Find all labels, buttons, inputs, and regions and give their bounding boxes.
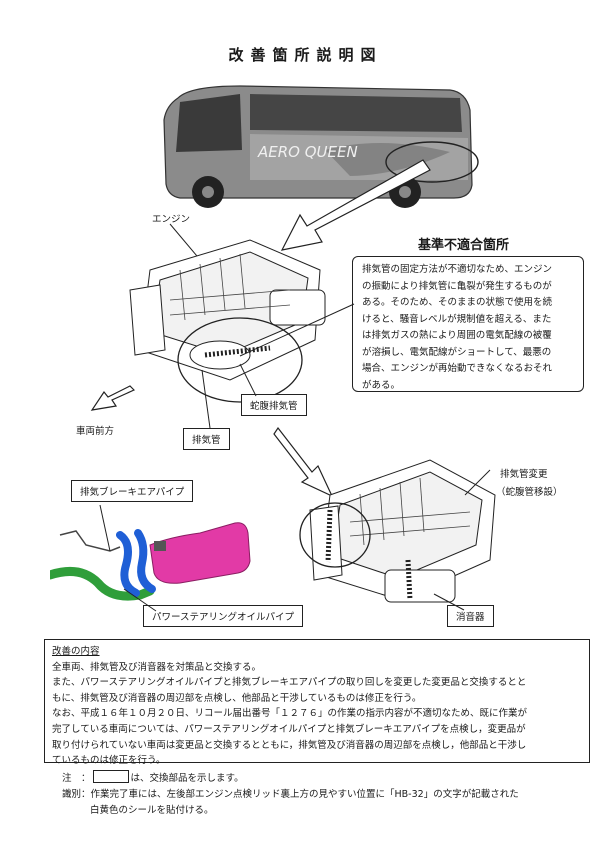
exhaust-change-label-2: （蛇腹管移設）: [496, 487, 563, 498]
nonconformity-line: がある。: [362, 379, 401, 391]
id-label: 識別：: [62, 789, 91, 800]
muffler-label: 消音器: [447, 605, 494, 627]
nonconformity-line: が溶損し、電気配線がショートして、最悪の: [362, 346, 552, 358]
bus-illustration: AERO QUEEN: [163, 85, 479, 208]
power-steering-leader: [123, 588, 157, 612]
bus-logo: AERO QUEEN: [257, 143, 358, 161]
id-row-2: 白黄色のシールを貼付ける。: [62, 803, 582, 819]
note-row: 注 ： は、交換部品を示します。: [62, 770, 582, 787]
engine-label: エンジン: [152, 214, 191, 225]
pointer-arrow-to-lower-engine: [273, 426, 334, 498]
page-title: 改善箇所説明図: [228, 46, 383, 64]
nonconformity-line: 排気管の固定方法が不適切なため、エンジン: [362, 264, 553, 275]
bellows-pipe-label: 蛇腹排気管: [241, 394, 307, 416]
improvement-line: また、パワーステアリングオイルパイプと排気ブレーキエアパイプの取り回しを変更した…: [52, 677, 527, 689]
improvement-line: 全車両、排気管及び消音器を対策品と交換する。: [52, 661, 262, 673]
nonconformity-heading: 基準不適合箇所: [418, 238, 510, 253]
nonconformity-line: は排気ガスの熱により周囲の電気配線の被覆: [362, 330, 552, 341]
improvement-line: ているものは修正を行う。: [52, 755, 166, 767]
replacement-key-box: [92, 770, 129, 783]
id-text-1: 作業完了車には、左後部エンジン点検リッド裏上方の見やすい位置に「HB-32」の文…: [90, 789, 519, 800]
nonconformity-leader: [239, 303, 355, 357]
engine-illustration-bottom: [299, 459, 496, 603]
notes-section: 注 ： は、交換部品を示します。 識別：作業完了車には、左後部エンジン点検リッド裏…: [62, 770, 582, 819]
nonconformity-line: ある。そのため、そのままの状態で使用を続: [362, 297, 553, 308]
exhaust-change-label-1: 排気管変更: [500, 469, 548, 480]
nonconformity-line: の振動により排気管に亀裂が発生するものが: [362, 280, 552, 292]
pointer-arrow-to-engine: [280, 159, 431, 251]
vehicle-front-arrow: [90, 385, 136, 411]
note-text: は、交換部品を示します。: [130, 773, 244, 784]
improvement-line: 完了している車両については、パワーステアリングオイルパイプと排気ブレーキエアパイ…: [52, 723, 526, 735]
nonconformity-box: 排気管の固定方法が不適切なため、エンジン の振動により排気管に亀裂が発生するもの…: [352, 256, 584, 392]
nonconformity-line: 場合、エンジンが再始動できなくなるおそれ: [362, 363, 553, 374]
note-label: 注 ：: [62, 773, 91, 784]
id-text-2: 白黄色のシールを貼付ける。: [90, 805, 214, 816]
improvement-line: なお、平成１６年１０月２０日、リコール届出番号「１２７６」の作業の指示内容が不適…: [52, 708, 528, 720]
vehicle-front-label: 車両前方: [76, 426, 115, 437]
improvement-box: 改善の内容 全車両、排気管及び消音器を対策品と交換する。 また、パワーステアリン…: [44, 639, 590, 766]
engine-illustration-top: [129, 239, 326, 403]
muffler-leader: [433, 593, 465, 611]
improvement-heading: 改善の内容: [52, 646, 100, 657]
brake-air-pipe-label: 排気ブレーキエアパイプ: [71, 480, 194, 502]
replacement-parts-illustration: [50, 505, 251, 601]
nonconformity-line: けると、騒音レベルが規制値を超える、また: [362, 313, 552, 325]
power-steering-pipe-label: パワーステアリングオイルパイプ: [143, 605, 304, 627]
improvement-line: 取り付けられていない車両は変更品と交換するとともに，排気管及び消音器の周辺部を点…: [52, 739, 527, 751]
exhaust-pipe-label: 排気管: [183, 428, 230, 450]
label-leaders-top: [201, 363, 257, 429]
id-row: 識別：作業完了車には、左後部エンジン点検リッド裏上方の見やすい位置に「HB-32…: [62, 787, 582, 803]
improvement-line: もに、排気管及び消音器の周辺部を点検し、他部品と干渉しているものは修正を行う。: [52, 692, 422, 704]
